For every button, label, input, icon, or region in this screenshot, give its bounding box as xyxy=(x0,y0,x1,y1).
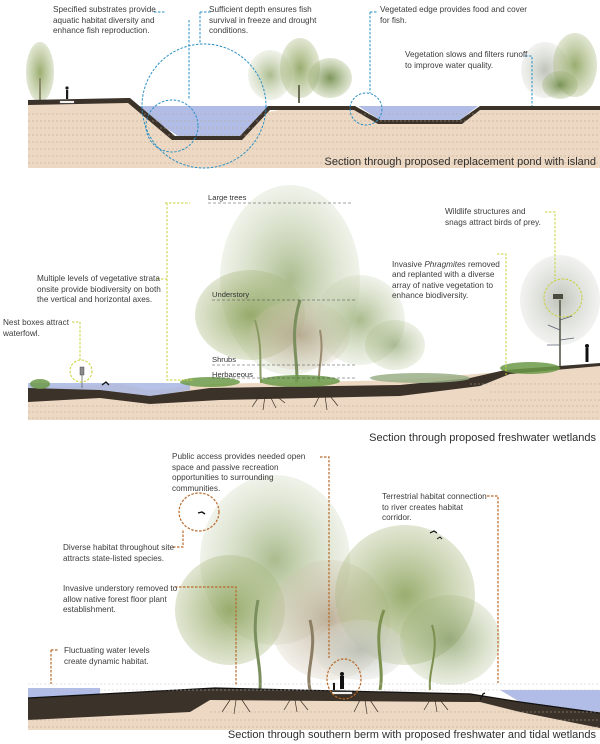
public-access-callout-circle xyxy=(326,658,362,700)
annotation-depth: Sufficient depth ensures fish survival i… xyxy=(209,5,317,36)
annotation-vegetated-edge: Vegetated edge provides food and cover f… xyxy=(380,5,528,25)
annotation-diverse-habitat: Diverse habitat throughout site attracts… xyxy=(63,543,175,563)
caption-berm-section: Section through southern berm with propo… xyxy=(227,729,596,741)
strata-label-understory: Understory xyxy=(212,290,250,299)
phragmites-text-post: removed and replanted with a diverse arr… xyxy=(392,259,500,301)
annotation-phragmites: Invasive Phragmites removed and replante… xyxy=(392,249,500,302)
annotation-public-access: Public access provides needed open space… xyxy=(172,452,306,493)
person-silhouette xyxy=(65,86,69,99)
caption-wetland-section: Section through proposed freshwater wetl… xyxy=(369,432,596,444)
snag-callout-circle xyxy=(543,278,583,318)
phragmites-text-pre: Invasive xyxy=(392,259,425,269)
annotation-invasive-understory: Invasive understory removed to allow nat… xyxy=(63,584,178,615)
vegetated-edge-callout-circle xyxy=(349,92,383,126)
caption-pond-section: Section through proposed replacement pon… xyxy=(324,156,596,168)
wetland-section-drawing xyxy=(28,185,600,420)
phragmites-italic: Phragmites xyxy=(424,259,466,269)
annotation-vegetative-strata: Multiple levels of vegetative strata ons… xyxy=(37,274,161,305)
depth-callout-circle xyxy=(141,43,267,169)
nest-box-callout-circle xyxy=(69,359,93,383)
annotation-nest-boxes: Nest boxes attract waterfowl. xyxy=(3,318,69,338)
substrate-callout-circle xyxy=(145,99,199,153)
pond-trees xyxy=(26,33,597,103)
strata-label-herbaceous: Herbaceous xyxy=(212,370,253,379)
state-listed-callout-circle xyxy=(178,492,220,532)
annotation-substrates: Specified substrates provide aquatic hab… xyxy=(53,5,156,36)
berm-section-drawing xyxy=(27,456,600,730)
strata-label-shrubs: Shrubs xyxy=(212,355,237,364)
annotation-terrestrial-habitat: Terrestrial habitat connection to river … xyxy=(382,492,487,523)
annotation-water-levels: Fluctuating water levels create dynamic … xyxy=(64,646,150,666)
strata-label-large-trees: Large trees xyxy=(208,193,247,202)
annotation-runoff: Vegetation slows and filters runoff to i… xyxy=(405,50,528,70)
annotation-wildlife-structures: Wildlife structures and snags attract bi… xyxy=(445,207,541,227)
pond-section-drawing xyxy=(26,11,600,169)
